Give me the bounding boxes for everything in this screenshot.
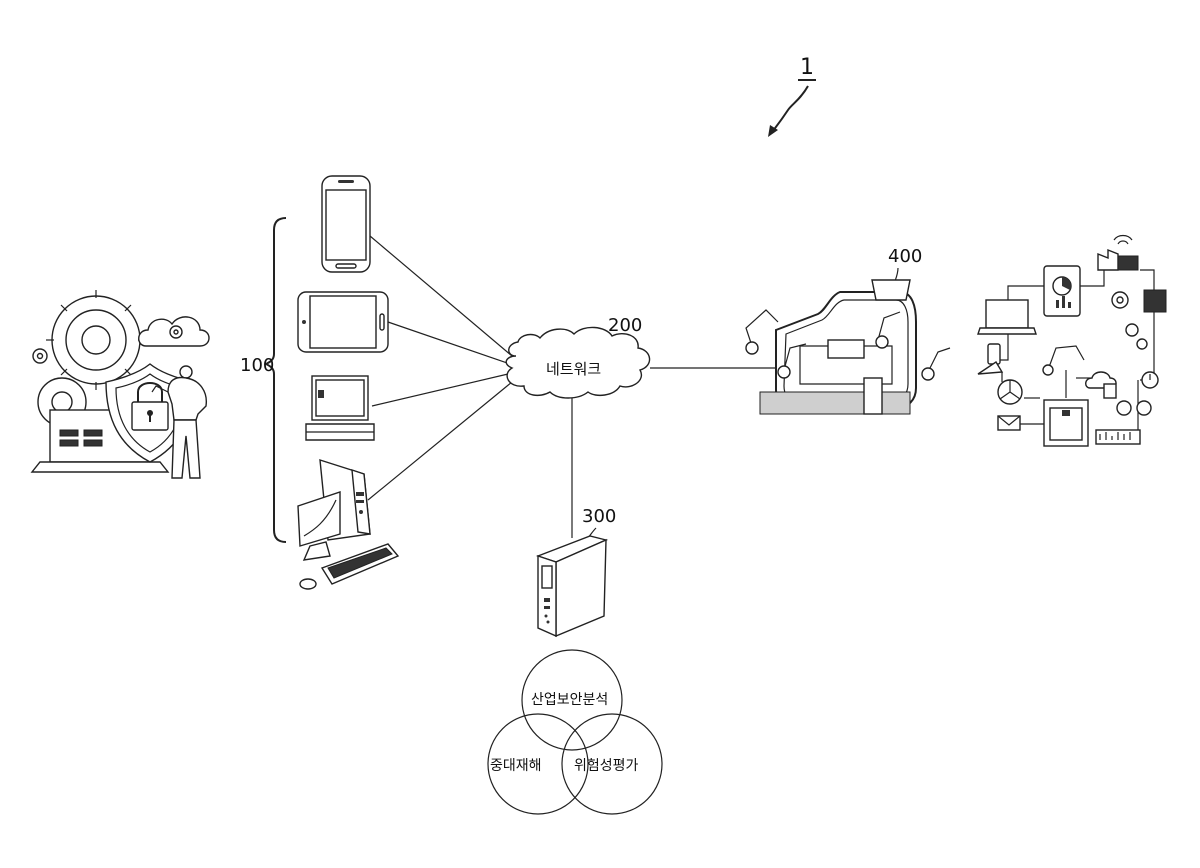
- smart-factory-network: [978, 236, 1166, 447]
- user-icon: [1137, 401, 1151, 415]
- terminal-connections: [368, 236, 512, 500]
- site-ref: 400: [888, 246, 922, 267]
- security-admin-illustration: [32, 290, 209, 478]
- smartphone-device: [322, 176, 370, 272]
- network-node: 200 네트워크: [506, 315, 776, 538]
- mouse: [300, 579, 316, 589]
- gear-icon: [1126, 324, 1138, 336]
- desktop-computer: [298, 460, 398, 589]
- analysis-venn-diagram: 산업보안분석 중대재해 위험성평가: [488, 650, 662, 814]
- venn-label-risk-assessment: 위험성평가: [574, 758, 639, 774]
- network-ref: 200: [608, 315, 642, 336]
- terminals-ref: 100: [240, 355, 274, 376]
- wifi-icon: [1114, 236, 1132, 245]
- network-label: 네트워크: [546, 360, 601, 378]
- industrial-site: 400: [746, 246, 950, 414]
- server-ref: 300: [582, 506, 616, 527]
- gear-icon: [1137, 339, 1147, 349]
- figure-reference: 1: [768, 55, 816, 137]
- venn-label-industrial-security: 산업보안분석: [531, 692, 608, 708]
- analysis-server: 300: [538, 506, 616, 636]
- tablet-device: [298, 292, 388, 352]
- terminals-group: 100: [240, 176, 512, 589]
- phone-icon: [988, 344, 1000, 364]
- venn-label-serious-accident: 중대재해: [490, 758, 542, 774]
- server-rack-icon: [1144, 290, 1166, 312]
- user-icon: [1117, 401, 1131, 415]
- laptop-device: [306, 376, 374, 440]
- terminals-bracket: [266, 218, 286, 542]
- factory-icon: [1098, 250, 1118, 270]
- figure-ref-number: 1: [800, 55, 814, 80]
- robot-arm-icon: [1048, 346, 1084, 370]
- laptop-icon: [986, 300, 1028, 328]
